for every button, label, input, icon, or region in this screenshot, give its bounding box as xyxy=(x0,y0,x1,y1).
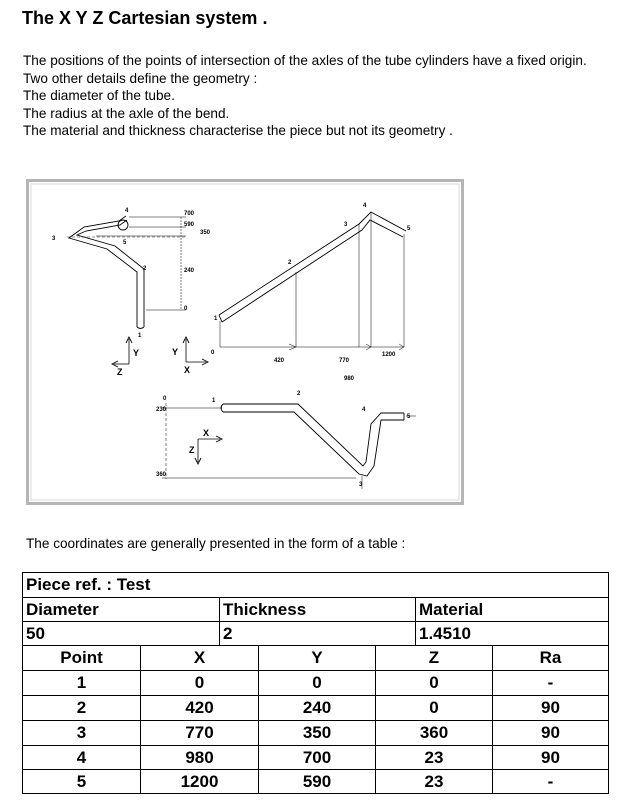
thickness-value-cell: 2 xyxy=(219,622,415,645)
cell-ra: 90 xyxy=(492,746,608,769)
side-dim-420: 420 xyxy=(274,358,285,364)
diameter-value: 50 xyxy=(26,624,45,643)
side-dim-770: 770 xyxy=(339,358,350,364)
header-y: Y xyxy=(258,646,375,670)
side-label-3: 3 xyxy=(344,222,348,228)
side-dim-0: 0 xyxy=(211,350,215,356)
table-row: 5 1200 590 23 - xyxy=(23,770,608,793)
cell-point: 3 xyxy=(76,723,87,742)
plan-label-3: 3 xyxy=(359,482,363,488)
material-value: 1.4510 xyxy=(419,624,471,643)
cell-y: 0 xyxy=(258,671,375,695)
cell-z: 23 xyxy=(375,746,492,769)
plan-label-2: 2 xyxy=(297,391,301,397)
table-caption: The coordinates are generally presented … xyxy=(26,536,406,551)
cell-z: 23 xyxy=(375,770,492,793)
top-dim-350: 350 xyxy=(200,230,211,236)
diameter-value-cell: 50 xyxy=(23,622,219,645)
cell-z: 0 xyxy=(375,671,492,695)
diameter-label-cell: Diameter xyxy=(23,598,219,621)
diameter-label: Diameter xyxy=(26,600,99,619)
cell-x: 420 xyxy=(140,696,258,720)
tube-geometry-figure: 4 5 3 2 1 700 590 350 240 0 Y Z 1 2 3 4 … xyxy=(26,179,464,505)
piece-ref: Piece ref. : Test xyxy=(26,575,151,594)
top-dim-0: 0 xyxy=(184,306,188,312)
plan-label-4: 4 xyxy=(362,407,366,413)
intro-line: The material and thickness characterise … xyxy=(23,123,453,138)
cell-x: 0 xyxy=(140,671,258,695)
plan-view-drawing xyxy=(162,403,416,489)
top-dim-240: 240 xyxy=(184,268,195,274)
side-dim-980: 980 xyxy=(344,376,355,382)
plan-label-1: 1 xyxy=(212,398,216,404)
page-title: The X Y Z Cartesian system . xyxy=(22,8,268,28)
cell-x: 1200 xyxy=(140,770,258,793)
thickness-label-cell: Thickness xyxy=(219,598,415,621)
side-label-4: 4 xyxy=(363,203,367,209)
plan-axis-z: Z xyxy=(189,445,195,455)
side-dim-1200: 1200 xyxy=(382,352,396,358)
cell-z: 0 xyxy=(375,696,492,720)
property-value-row: 50 2 1.4510 xyxy=(23,622,608,646)
coordinates-table: Piece ref. : Test Diameter Thickness Mat… xyxy=(22,572,609,794)
piece-ref-row: Piece ref. : Test xyxy=(23,573,608,598)
material-value-cell: 1.4510 xyxy=(415,622,608,645)
side-axis-x: X xyxy=(184,365,190,375)
table-row: 2 420 240 0 90 xyxy=(23,696,608,721)
side-view-drawing xyxy=(182,211,407,366)
header-point: Point xyxy=(60,648,103,667)
top-label-4: 4 xyxy=(125,208,129,214)
cell-x: 770 xyxy=(140,721,258,745)
material-label-cell: Material xyxy=(415,598,608,621)
top-label-3: 3 xyxy=(52,236,56,242)
property-label-row: Diameter Thickness Material xyxy=(23,598,608,622)
cell-point: 1 xyxy=(76,673,87,692)
plan-dim-360: 360 xyxy=(156,472,167,478)
header-z: Z xyxy=(375,646,492,670)
material-label: Material xyxy=(419,600,484,619)
cell-y: 700 xyxy=(258,746,375,769)
cell-ra: 90 xyxy=(492,696,608,720)
top-label-5: 5 xyxy=(123,240,127,246)
cell-ra: 90 xyxy=(492,721,608,745)
cell-ra: - xyxy=(492,770,608,793)
top-axis-z: Z xyxy=(117,367,123,377)
cell-point: 5 xyxy=(76,771,87,791)
cell-y: 590 xyxy=(258,770,375,793)
intro-line: Two other details define the geometry : xyxy=(23,70,258,86)
intro-line: The radius at the axle of the bend. xyxy=(23,105,230,121)
table-header-row: Point X Y Z Ra xyxy=(23,646,608,671)
side-label-1: 1 xyxy=(214,316,218,322)
cell-point: 4 xyxy=(76,747,87,767)
top-dim-700: 700 xyxy=(184,211,195,217)
header-x: X xyxy=(140,646,258,670)
cell-point: 2 xyxy=(76,698,87,717)
cell-y: 350 xyxy=(258,721,375,745)
plan-dim-230: 230 xyxy=(156,407,167,413)
cell-y: 240 xyxy=(258,696,375,720)
top-label-1: 1 xyxy=(138,333,142,339)
thickness-value: 2 xyxy=(223,624,233,643)
top-label-2: 2 xyxy=(143,266,147,272)
table-row: 4 980 700 23 90 xyxy=(23,746,608,770)
intro-line: The positions of the points of intersect… xyxy=(23,53,587,68)
table-row: 3 770 350 360 90 xyxy=(23,721,608,746)
intro-text: The positions of the points of intersect… xyxy=(23,52,613,140)
thickness-label: Thickness xyxy=(223,600,307,619)
plan-axis-x: X xyxy=(203,428,209,438)
side-label-2: 2 xyxy=(288,260,292,266)
top-view-drawing xyxy=(67,215,186,368)
plan-dim-0: 0 xyxy=(163,396,167,402)
cell-z: 360 xyxy=(375,721,492,745)
header-ra: Ra xyxy=(492,646,608,670)
cell-ra: - xyxy=(492,671,608,695)
top-dim-590: 590 xyxy=(184,222,195,228)
cell-x: 980 xyxy=(140,746,258,769)
side-axis-y: Y xyxy=(172,347,178,357)
top-axis-y: Y xyxy=(133,348,139,358)
side-label-5: 5 xyxy=(407,226,411,232)
intro-line: The diameter of the tube. xyxy=(23,88,175,103)
table-row: 1 0 0 0 - xyxy=(23,671,608,696)
plan-label-5: 5 xyxy=(407,414,411,420)
